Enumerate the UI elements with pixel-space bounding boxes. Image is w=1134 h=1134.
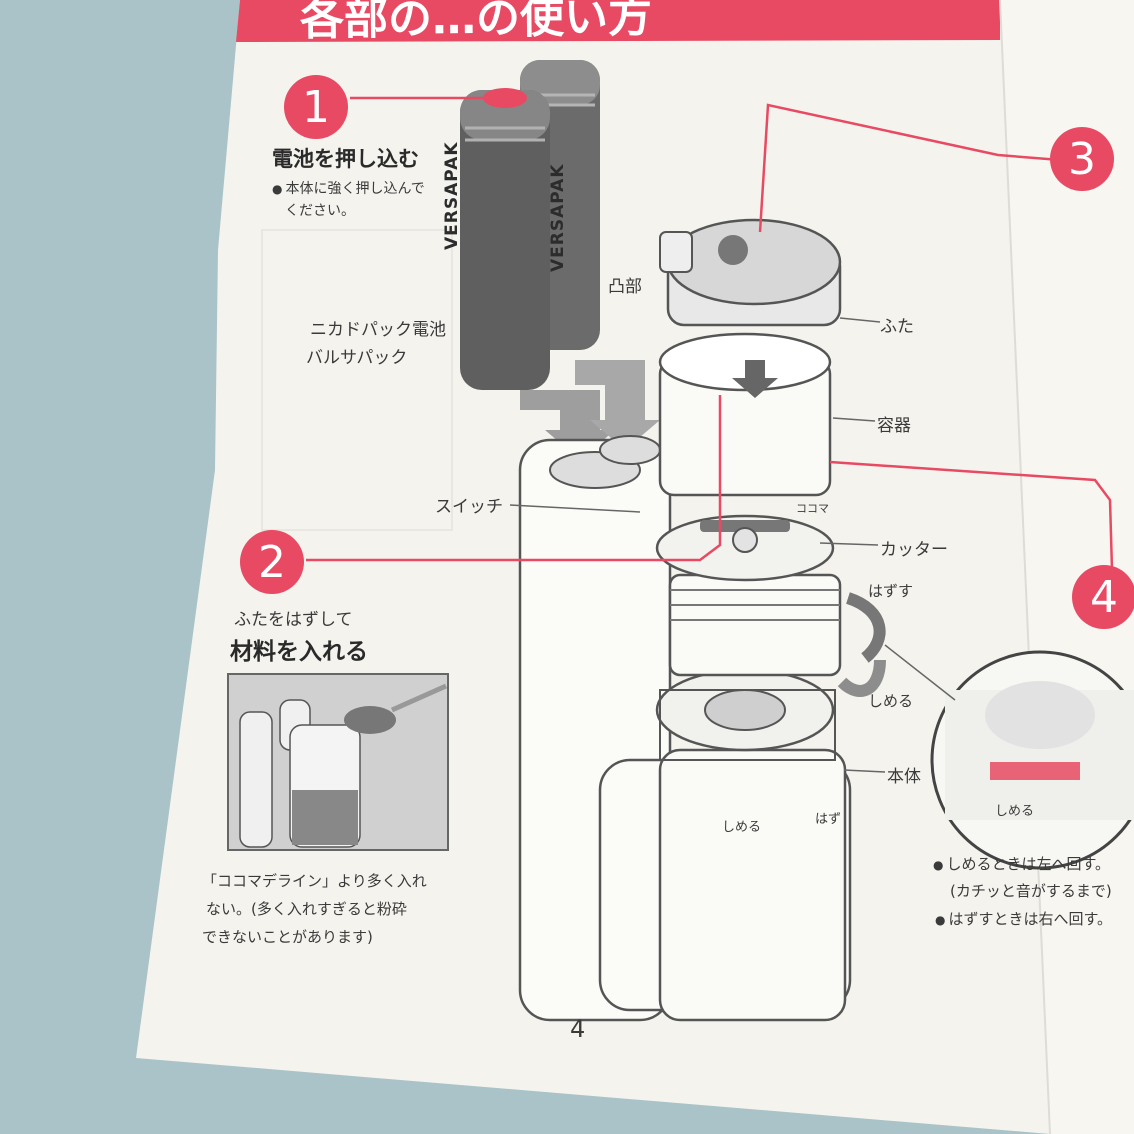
container-label: 容器 [877,416,911,436]
step1-number: 1 [284,75,348,139]
battery-pack-front [460,88,550,390]
lid [659,218,842,327]
step3-number: 3 [1050,127,1114,191]
step4-number: 4 [1072,565,1134,629]
cutter-label: カッター [880,540,948,560]
protrusion-label: 凸部 [608,277,642,297]
step4-note-2: (カチッと音がするまで) [950,882,1112,900]
step2-subtitle: ふたをはずして [234,610,353,630]
dial-remove-mark: はず [815,812,842,827]
container [658,332,832,497]
step2-caption-3: できないことがあります) [202,928,373,946]
dial-close-mark: しめる [722,820,762,835]
header-band [236,0,1000,42]
battery-label-2: バルサパック [306,348,408,368]
grinder-body [655,668,847,1022]
battery-label-1: ニカドパック電池 [310,320,446,340]
step2-number: 2 [240,530,304,594]
step4-note-3: はずすときは右へ回す。 [935,908,1112,929]
lid-label: ふた [880,317,914,337]
step1-note-2: ください。 [285,203,355,219]
step2-caption-2: ない。(多く入れすぎると粉砕 [206,900,407,918]
close-label: しめる [868,692,914,710]
switch-label: スイッチ [435,497,503,517]
step4-note-1: しめるときは左へ回す。 [933,853,1110,874]
battery-brand-back: VERSAPAK [548,163,568,273]
detail-inset [930,650,1134,870]
body-label: 本体 [887,767,921,787]
step2-title: 材料を入れる [230,639,368,665]
page-number: 4 [570,1015,586,1043]
cutter-section [655,514,842,677]
line-mark-label: ココマ [796,502,829,515]
step2-caption-1: 「ココマデライン」より多く入れ [202,872,427,890]
remove-label: はずす [868,582,914,600]
inset-close-mark: しめる [995,804,1035,819]
step1-title: 電池を押し込む [272,147,419,171]
step1-note-1: 本体に強く押し込んで [272,178,424,200]
battery-brand-front: VERSAPAK [442,141,462,251]
step2-photo [227,673,449,851]
